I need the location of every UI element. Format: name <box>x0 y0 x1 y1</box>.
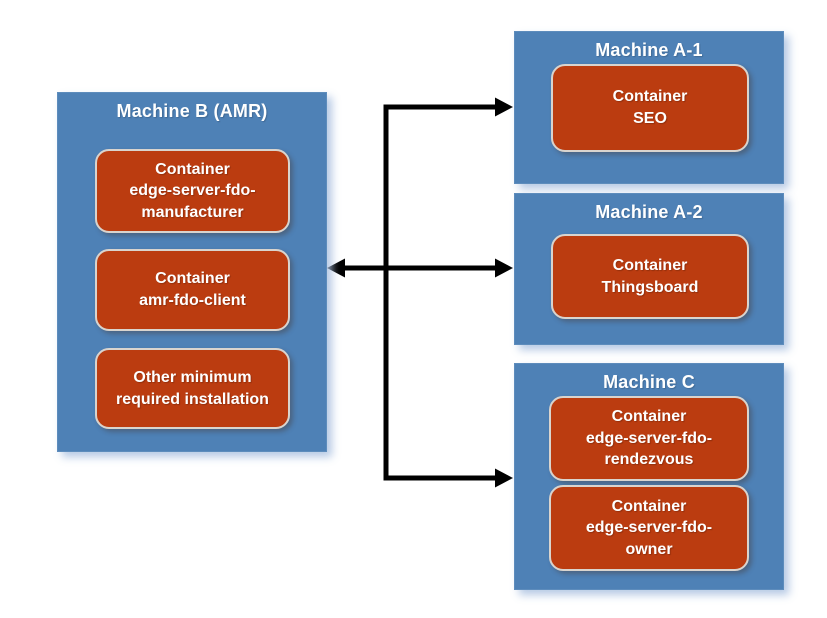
container-thingsboard: Container Thingsboard <box>551 234 749 319</box>
container-label: Container Thingsboard <box>601 256 699 296</box>
container-label: Container edge-server-fdo- manufacturer <box>129 160 256 221</box>
container-edge-server-fdo-rendezvous: Container edge-server-fdo- rendezvous <box>549 396 749 481</box>
machine-c-box: Machine C Container edge-server-fdo- ren… <box>514 363 784 590</box>
container-edge-server-fdo-manufacturer: Container edge-server-fdo- manufacturer <box>95 149 290 233</box>
arrowhead-to-machine-c <box>495 468 513 488</box>
container-seo: Container SEO <box>551 64 749 152</box>
machine-a2-box: Machine A-2 Container Thingsboard <box>514 193 784 345</box>
machine-b-title: Machine B (AMR) <box>116 101 268 121</box>
container-label: Container SEO <box>612 88 688 127</box>
machine-b-box: Machine B (AMR) Container edge-server-fd… <box>57 92 327 452</box>
arrowhead-to-machine-a2 <box>495 258 513 278</box>
arrowhead-to-machine-a1 <box>495 97 513 117</box>
container-label: Container amr-fdo-client <box>139 270 246 309</box>
container-label: Container edge-server-fdo- rendezvous <box>585 408 713 469</box>
machine-a1-title: Machine A-1 <box>595 40 703 60</box>
container-edge-server-fdo-owner: Container edge-server-fdo- owner <box>549 485 749 571</box>
other-minimum-required-installation-box: Other minimum required installation <box>95 348 290 429</box>
arrowhead-to-machine-b <box>327 258 345 278</box>
container-amr-fdo-client: Container amr-fdo-client <box>95 249 290 331</box>
container-label: Other minimum required installation <box>116 368 269 408</box>
container-label: Container edge-server-fdo- owner <box>585 497 713 558</box>
machine-a1-box: Machine A-1 Container SEO <box>514 31 784 184</box>
machine-c-title: Machine C <box>603 372 695 392</box>
machine-a2-title: Machine A-2 <box>595 202 703 222</box>
